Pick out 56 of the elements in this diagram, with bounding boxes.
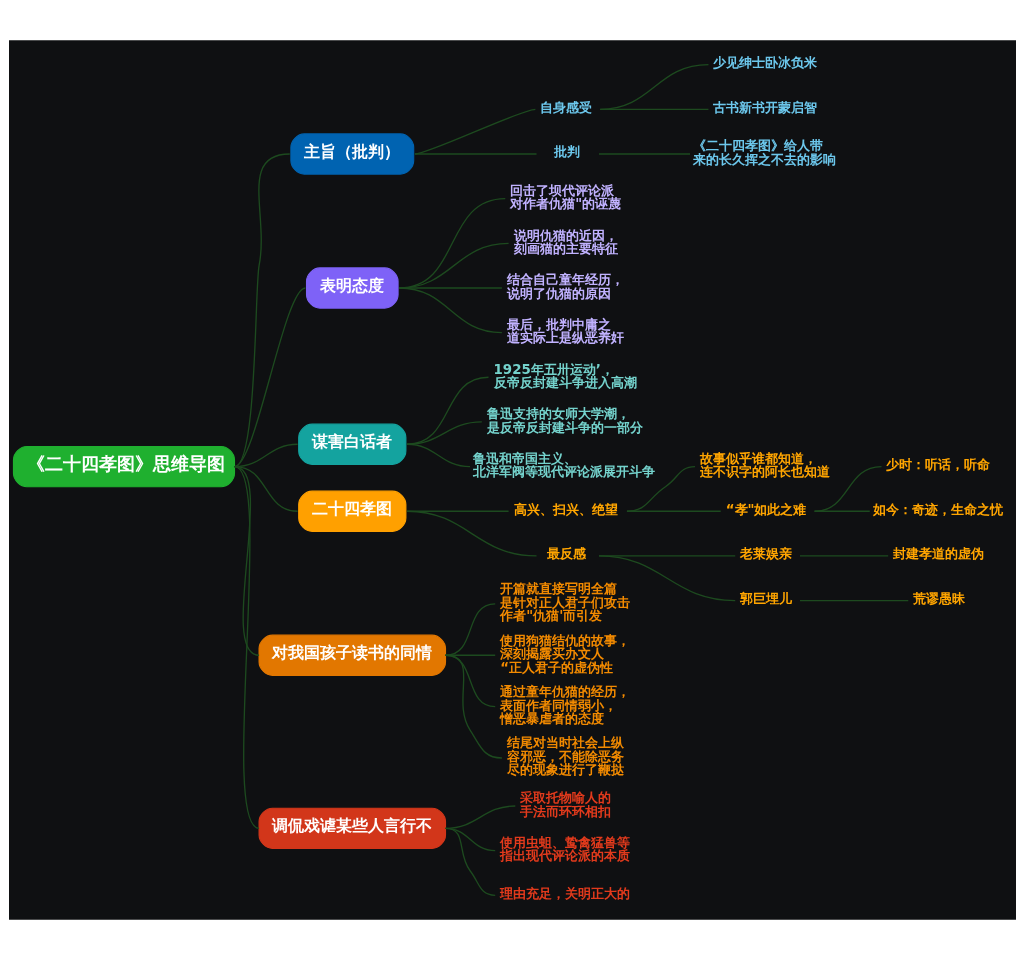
node-text: 鲁迅支持的女师大学潮，是反帝反封建斗争的一部分 [486,406,643,435]
connector [598,64,709,110]
connector [413,108,536,155]
node-text: 采取托物喻人的手法而环环相扣 [519,790,611,819]
connector [398,287,503,334]
node-box: 二十四孝图 [297,490,406,532]
node-text: 最反感 [546,546,586,562]
node-text: 批判 [553,144,580,160]
connector [405,376,489,445]
node-text: 结合自己童年经历，说明了仇猫的原因 [506,272,624,301]
node-text: 荒谬愚昧 [912,590,965,606]
node-box: 表明态度 [305,267,399,309]
connector [597,153,691,155]
connector [233,465,260,829]
node-text: 鲁迅和帝国主义、北洋军阀等现代评论派展开斗争 [472,450,655,480]
node-text: 通过童年仇猫的经历，表面作者同情弱小，憎恶暴虐者的态度 [499,684,630,726]
node-text: 如今：奇迹，生命之忧 [872,501,1003,517]
connector [444,654,503,759]
node-text: 理由充足，关明正大的 [499,885,630,901]
node-text: 结尾对当时社会上纵容邪恶，不能除恶务尽的现象进行了鞭挞 [506,735,624,778]
node-text: 回击了坝代评论派对作者仇猫"的诬蔑 [509,182,621,212]
node-text: 古书新书开蒙启智 [712,99,817,115]
node-text: 老莱娱亲 [739,546,792,562]
connector [405,510,537,557]
connector [798,599,909,602]
node-box: 谋害白话者 [297,423,406,465]
node-text: “孝"如此之难 [725,501,806,517]
node-text: 郭巨埋儿 [739,590,792,606]
node-text: 封建孝道的虚伪 [892,546,984,562]
connector [813,465,882,512]
node-box: 《二十四孝图》思维导图 [12,445,235,488]
connector [625,510,721,512]
node-text: 故事似乎谁都知道，连不识字的阿长也知道 [699,450,830,480]
connector [813,510,870,512]
node-text: 《二十四孝图》给人带来的长久挥之不去的影响 [692,138,836,167]
node-text: 少见绅士卧冰负米 [712,55,817,71]
connector [233,287,306,468]
node-text: 开篇就直接写明全篇是针对正人君子们攻击作者"仇猫'而引发 [499,581,630,624]
connector [625,465,696,512]
connector [597,555,736,602]
connector [798,555,889,557]
node-text: 使用虫蛆、鸷禽猛兽等指出现代评论派的本质 [499,834,630,864]
node-text: 使用狗猫结仇的故事，深刻揭露买办文人“正人君子的虚伪性 [499,632,630,675]
node-text: 最后，批判中庸之道实际上是纵恶养奸 [506,316,624,346]
connector [444,827,496,896]
connector [413,153,537,155]
connector [598,108,709,110]
node-text: 高兴、扫兴、绝望 [513,501,618,517]
node-text: 说明仇猫的近因，刻画猫的主要特征 [513,227,618,256]
connector [444,603,496,656]
node-text: 自身感受 [539,99,592,115]
node-box: 主旨（批判） [289,133,414,175]
node-text: 少时：听话，听命 [886,456,990,472]
node-box: 调侃戏谑某些人言行不 [258,807,446,849]
node-box: 对我国孩子读书的同情 [258,634,446,676]
node-text: 1925年五卅运动’，反帝反封建斗争进入高潮 [493,361,637,390]
